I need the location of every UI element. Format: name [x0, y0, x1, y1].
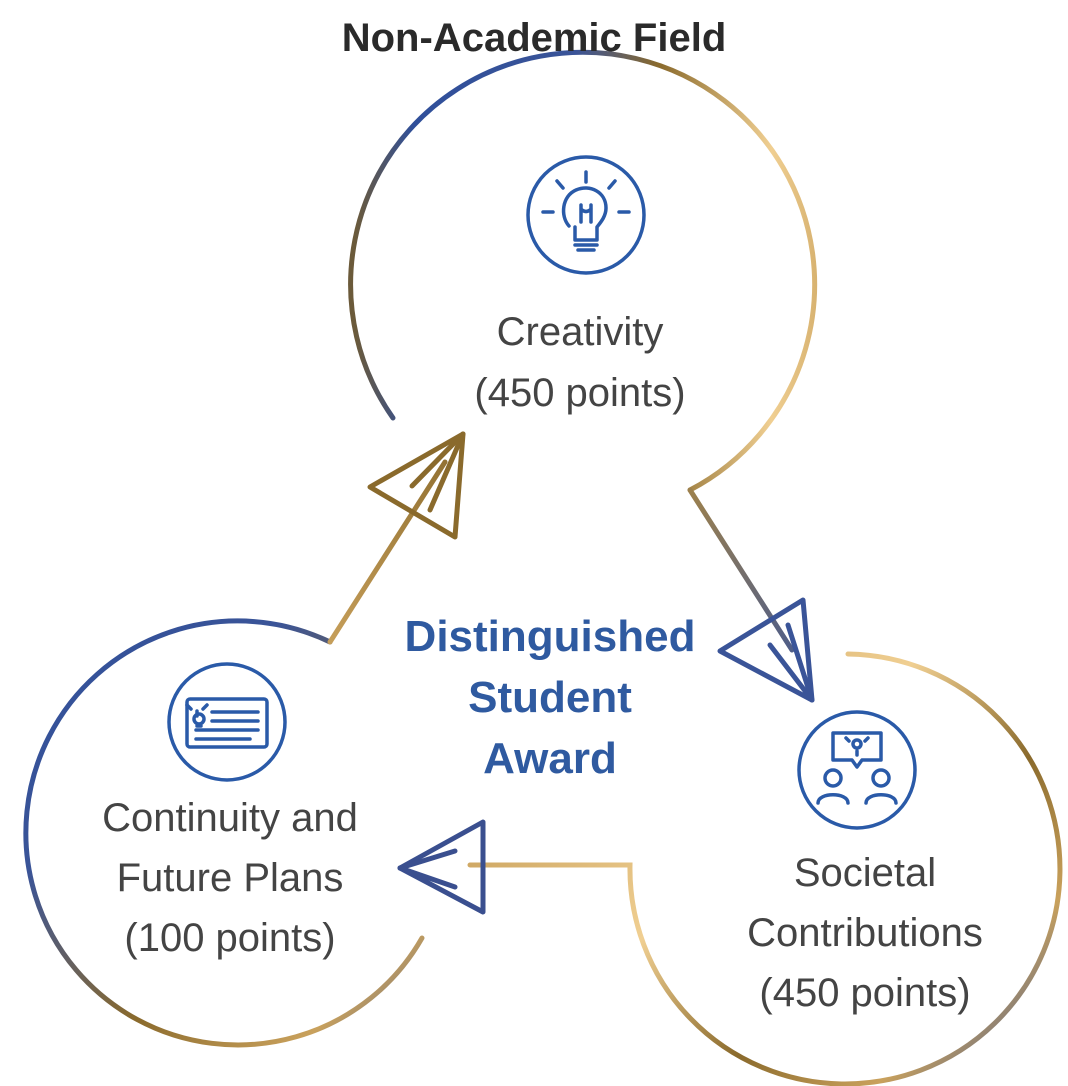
- center-line-2: Student: [468, 673, 632, 723]
- societal-node-label: Societal Contributions (450 points): [690, 843, 1040, 1023]
- lightbulb-icon: [526, 155, 646, 275]
- continuity-title-line-2: Future Plans: [116, 856, 344, 900]
- connector-to-societal: [687, 487, 795, 653]
- idea-card-icon: [167, 662, 287, 782]
- societal-points: (450 points): [759, 971, 971, 1015]
- societal-title-line-1: Societal: [793, 851, 937, 895]
- creativity-title: Creativity: [496, 310, 664, 354]
- creativity-node-label: Creativity (450 points): [390, 302, 770, 424]
- continuity-node-label: Continuity and Future Plans (100 points): [30, 788, 430, 968]
- top-loop-outline: [348, 49, 818, 493]
- center-line-1: Distinguished: [404, 612, 696, 661]
- discussion-people-icon: [797, 710, 917, 830]
- left-loop-outline: [23, 618, 425, 1048]
- center-award-label: Distinguished Student Award: [350, 606, 750, 789]
- right-loop-outline: [467, 651, 1063, 1086]
- creativity-points: (450 points): [474, 370, 686, 415]
- diagram-heading: Non-Academic Field: [341, 16, 727, 60]
- center-line-3: Award: [483, 734, 617, 784]
- continuity-title-line-1: Continuity and: [102, 796, 358, 840]
- arrowhead-to-societal: [717, 597, 815, 703]
- connector-to-creativity: [327, 459, 448, 645]
- societal-title-line-2: Contributions: [747, 911, 983, 955]
- continuity-points: (100 points): [124, 916, 336, 960]
- arrowhead-to-continuity: [397, 819, 486, 915]
- arrowhead-to-creativity: [367, 431, 466, 540]
